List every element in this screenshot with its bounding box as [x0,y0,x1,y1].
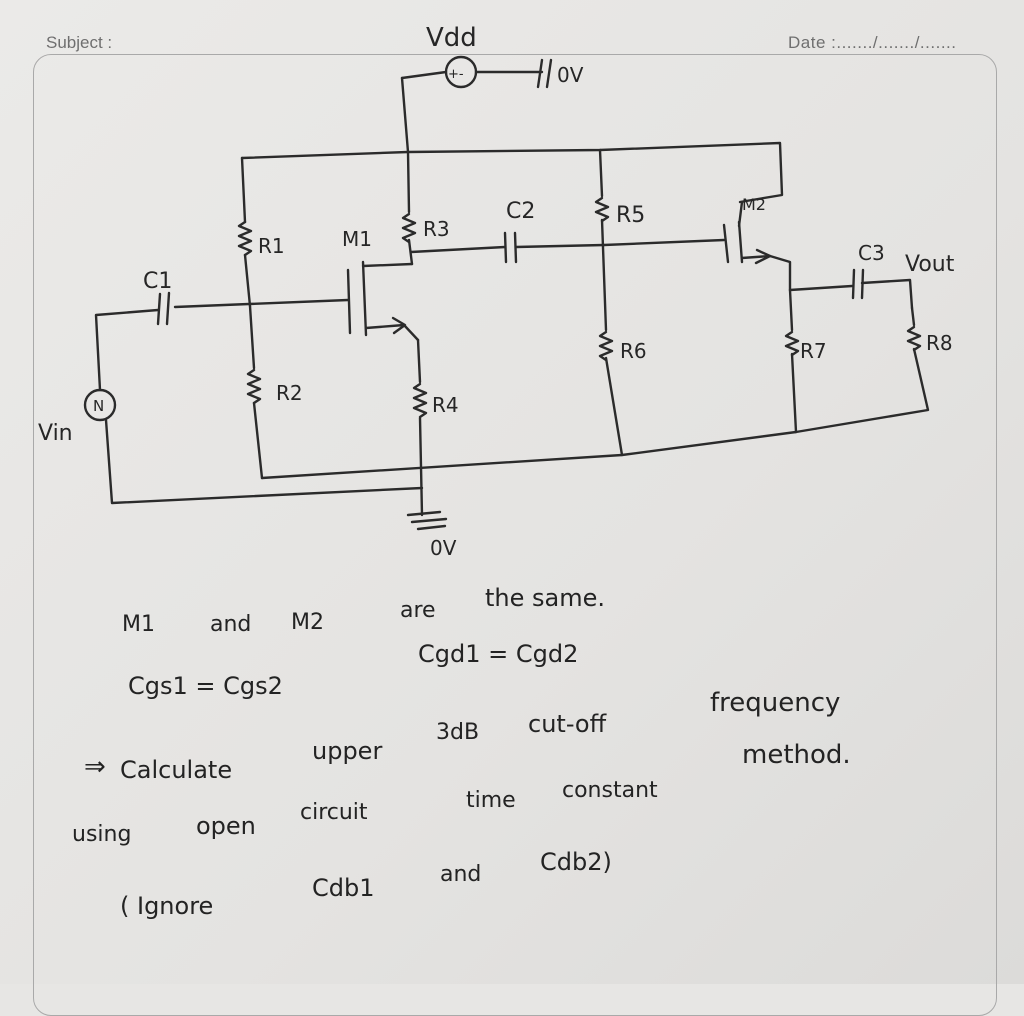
r7-lower-wire [790,352,798,434]
r1-label: R1 [258,234,285,258]
note-cdb1: Cdb1 [312,874,375,902]
c1-label: C1 [143,269,172,294]
note-3db: 3dB [436,720,480,745]
vdd-ground-label: 0V [557,63,584,87]
note-m1: M1 [122,612,155,637]
subject-label: Subject : [46,33,113,52]
ground-return-wire [104,418,424,505]
note-ignore: ( Ignore [120,892,214,920]
r1-lower-wire [243,253,252,308]
r5-lower-wire [600,218,608,332]
vdd-source [400,55,553,154]
note-method: method. [742,740,851,770]
ground-symbol [406,510,448,531]
r4-resistor [412,382,428,419]
note-and-2: and [440,862,482,887]
c3-plate-a [851,268,856,300]
vin-source [83,388,117,422]
note-cgs-equation: Cgs1 = Cgs2 [128,672,283,700]
gate-wire [173,298,350,309]
r4-wire [416,338,422,384]
note-circuit: circuit [300,800,368,825]
r4-label: R4 [432,393,459,417]
vdd-label: Vdd [426,23,477,53]
r3-resistor [401,212,417,244]
r3-wire [406,150,411,214]
r1-wire [240,156,247,224]
m2-label: M2 [742,195,766,214]
c3-label: C3 [858,241,885,265]
r8-wire [910,306,916,327]
r8-resistor [906,325,922,352]
r7-label: R7 [800,339,827,363]
r7-wire [788,288,794,332]
vout-label: Vout [905,252,955,277]
r2-label: R2 [276,381,303,405]
r3-label: R3 [423,217,450,241]
vin-top-wire [94,308,160,392]
c2-label: C2 [506,199,535,224]
c2-plate-a [503,231,508,264]
note-open: open [196,812,256,840]
r2-resistor [246,368,262,405]
note-using: using [72,822,132,847]
note-cutoff: cut-off [528,710,607,738]
r8-label: R8 [926,331,953,355]
m2-transistor [602,200,792,292]
note-time: time [466,788,516,813]
r5-wire [598,148,604,198]
r6-label: R6 [620,339,647,363]
r2-lower-wire [252,401,264,480]
note-are: are [400,598,436,623]
note-m2: M2 [291,610,324,635]
note-the-same: the same. [485,584,605,612]
vin-label: Vin [38,421,73,446]
note-arrow: ⇒ [84,752,106,782]
r5-resistor [594,196,610,223]
r2-wire [248,304,256,370]
date-label: Date :......./......./....... [788,33,957,52]
note-frequency: frequency [710,688,841,718]
c3-left-wire [788,284,854,292]
r1-resistor [237,220,253,257]
c1-plate-b [165,291,171,326]
c2-left-wire [409,245,507,254]
c1-plate-a [156,292,162,326]
note-constant: constant [562,778,658,803]
r8-lower-wire [794,347,930,434]
vin-source-symbol: N [93,397,104,415]
supply-rail [240,141,784,204]
note-and: and [210,612,252,637]
r7-resistor [784,330,800,357]
source-polarity: +- [448,67,464,82]
c2-right-wire [514,243,606,249]
circuit-diagram: +- Vdd 0V R1 C1 N Vin R2 [38,23,955,560]
r6-resistor [598,330,614,362]
note-upper: upper [312,737,383,765]
note-cdb2: Cdb2) [540,848,612,876]
m1-label: M1 [342,227,372,251]
r6-lower-wire [604,356,624,457]
m1-transistor [346,260,420,342]
c3-right-wire [860,278,914,310]
r5-label: R5 [616,203,645,228]
note-calculate: Calculate [120,756,233,784]
note-cgd-equation: Cgd1 = Cgd2 [418,640,579,668]
ground-label: 0V [430,536,457,560]
r4-lower-wire [418,416,424,517]
ground-rail [260,430,798,480]
